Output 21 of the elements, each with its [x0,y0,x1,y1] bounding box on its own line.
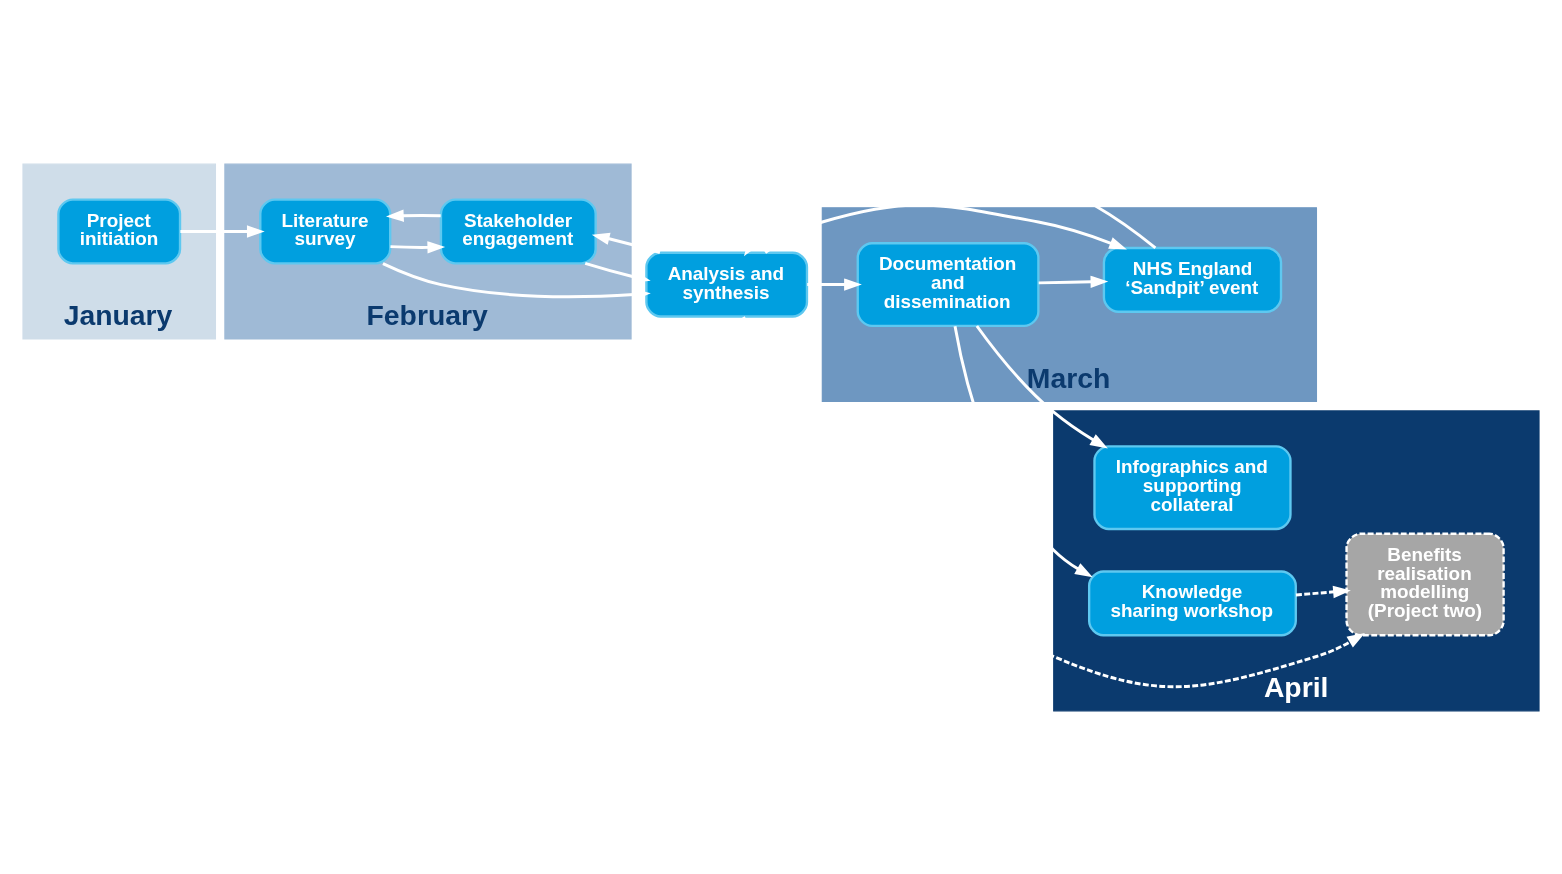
arrow [1038,275,1109,288]
node-box: Documentation and dissemination [856,241,1040,327]
node-box: NHS England ‘Sandpit’ event [1102,246,1283,313]
arrow [807,277,862,291]
node-box: Benefits realisation modelling (Project two) [1345,532,1505,636]
arrow [591,232,661,254]
arrow [975,324,1108,449]
arrow [386,209,441,222]
node-box: Project initiation [57,197,182,265]
arrow [382,261,651,301]
node-box: Literature survey [259,197,392,265]
node-box: Analysis and synthesis [645,251,809,318]
arrow [742,315,1365,688]
arrow [180,224,265,238]
arrow [1295,585,1351,598]
node-box: Knowledge sharing workshop [1088,569,1297,636]
arrow [953,325,1093,577]
node-box: Infographics and supporting collateral [1093,444,1292,530]
arrow [390,240,446,254]
arrow [584,261,651,283]
node-box: Stakeholder engagement [439,197,597,265]
